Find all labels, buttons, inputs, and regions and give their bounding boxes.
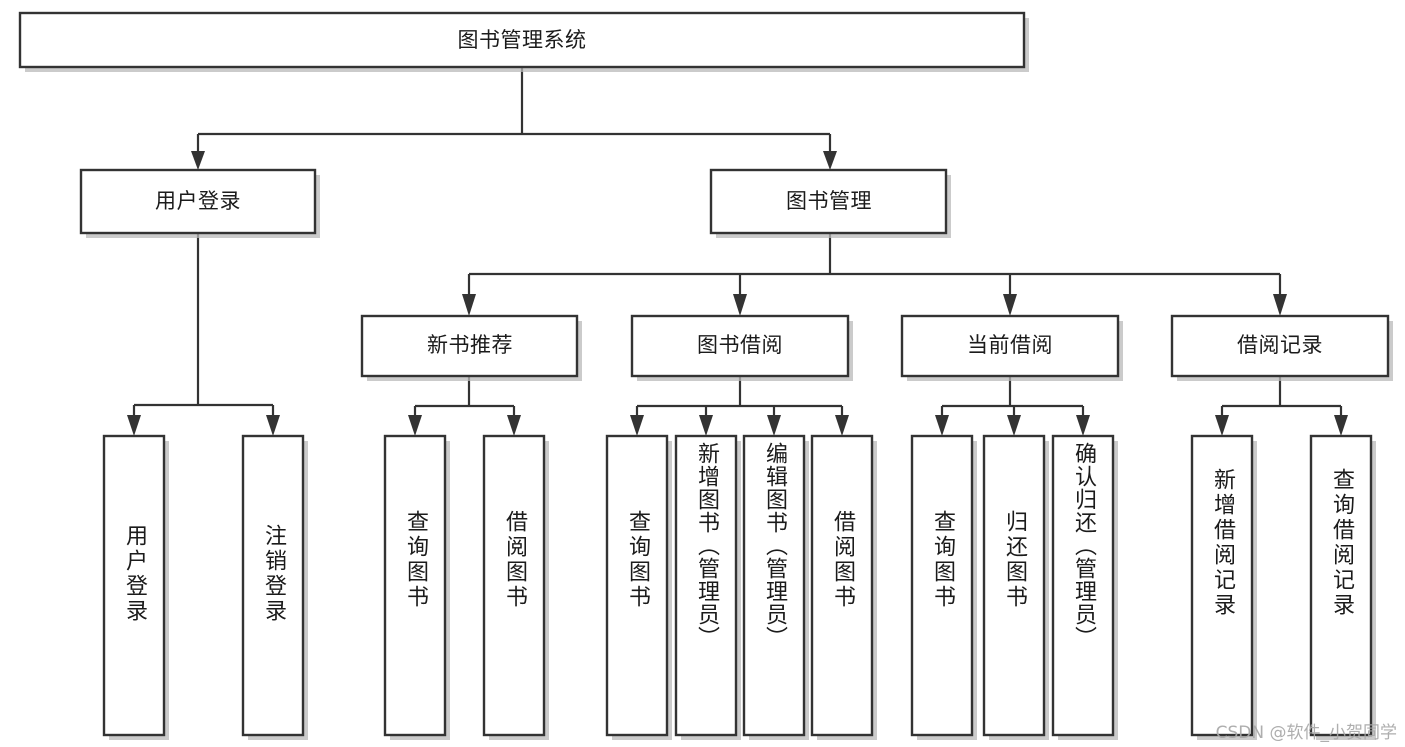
node-borrow-record[interactable]: 借阅记录 <box>1170 314 1393 381</box>
arrowhead-leaf-query-book-rec <box>408 415 422 436</box>
arrowhead-leaf-query-book-borrow <box>630 415 644 436</box>
node-new-book-recommend-label: 新书推荐 <box>427 333 513 357</box>
node-leaf-borrow-book[interactable] <box>810 434 877 740</box>
node-leaf-return-book[interactable] <box>982 434 1049 740</box>
arrowhead-leaf-borrow-book <box>835 415 849 436</box>
node-borrow-record-label: 借阅记录 <box>1237 333 1323 357</box>
arrowhead-leaf-confirm-return-admin <box>1076 415 1090 436</box>
arrowhead-new-book-recommend <box>462 294 476 316</box>
arrowhead-user-login <box>191 151 205 170</box>
node-book-manage-label: 图书管理 <box>786 189 872 213</box>
node-leaf-query-borrow-record[interactable] <box>1309 434 1376 740</box>
arrowhead-leaf-edit-book-admin <box>767 415 781 436</box>
node-leaf-add-book-admin[interactable] <box>674 434 741 740</box>
edge-layer <box>127 67 1348 436</box>
arrowhead-leaf-query-book-cur <box>935 415 949 436</box>
node-book-borrow-label: 图书借阅 <box>697 333 783 357</box>
arrowhead-leaf-user-login <box>127 415 141 436</box>
node-current-borrow-label: 当前借阅 <box>967 333 1053 357</box>
arrowhead-leaf-query-borrow-record <box>1334 415 1348 436</box>
node-user-login-label: 用户登录 <box>155 189 241 213</box>
node-layer: 图书管理系统 用户登录 图书管理 新书推荐 <box>18 11 1393 740</box>
node-new-book-recommend[interactable]: 新书推荐 <box>360 314 582 381</box>
node-leaf-confirm-return-admin[interactable] <box>1051 434 1118 740</box>
node-leaf-user-logout[interactable] <box>241 434 308 740</box>
node-root-label: 图书管理系统 <box>458 28 587 52</box>
arrowhead-leaf-borrow-book-rec <box>507 415 521 436</box>
arrowhead-book-borrow <box>733 294 747 316</box>
arrowhead-leaf-add-book-admin <box>699 415 713 436</box>
arrowhead-leaf-return-book <box>1007 415 1021 436</box>
node-leaf-query-book-rec[interactable] <box>383 434 450 740</box>
node-leaf-add-borrow-record[interactable] <box>1190 434 1257 740</box>
node-leaf-user-login[interactable] <box>102 434 169 740</box>
node-leaf-borrow-book-rec[interactable] <box>482 434 549 740</box>
arrowhead-current-borrow <box>1003 294 1017 316</box>
node-book-manage[interactable]: 图书管理 <box>709 168 951 238</box>
arrowhead-book-manage <box>823 151 837 170</box>
node-current-borrow[interactable]: 当前借阅 <box>900 314 1123 381</box>
node-leaf-query-book-cur[interactable] <box>910 434 977 740</box>
node-book-borrow[interactable]: 图书借阅 <box>630 314 853 381</box>
node-user-login[interactable]: 用户登录 <box>79 168 320 238</box>
arrowhead-leaf-add-borrow-record <box>1215 415 1229 436</box>
node-root[interactable]: 图书管理系统 <box>18 11 1029 72</box>
arrowhead-leaf-user-logout <box>266 415 280 436</box>
leaf-boxes <box>102 434 1376 740</box>
arrowhead-borrow-record <box>1273 294 1287 316</box>
node-leaf-edit-book-admin[interactable] <box>742 434 809 740</box>
node-leaf-query-book-borrow[interactable] <box>605 434 672 740</box>
